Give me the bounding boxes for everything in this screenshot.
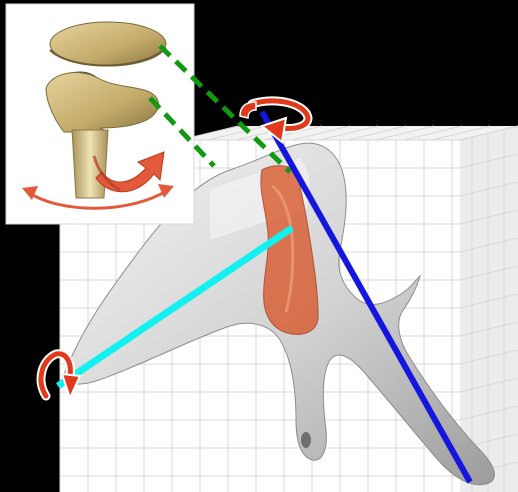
inset-stem (72, 130, 108, 198)
bone-hole (301, 432, 311, 448)
